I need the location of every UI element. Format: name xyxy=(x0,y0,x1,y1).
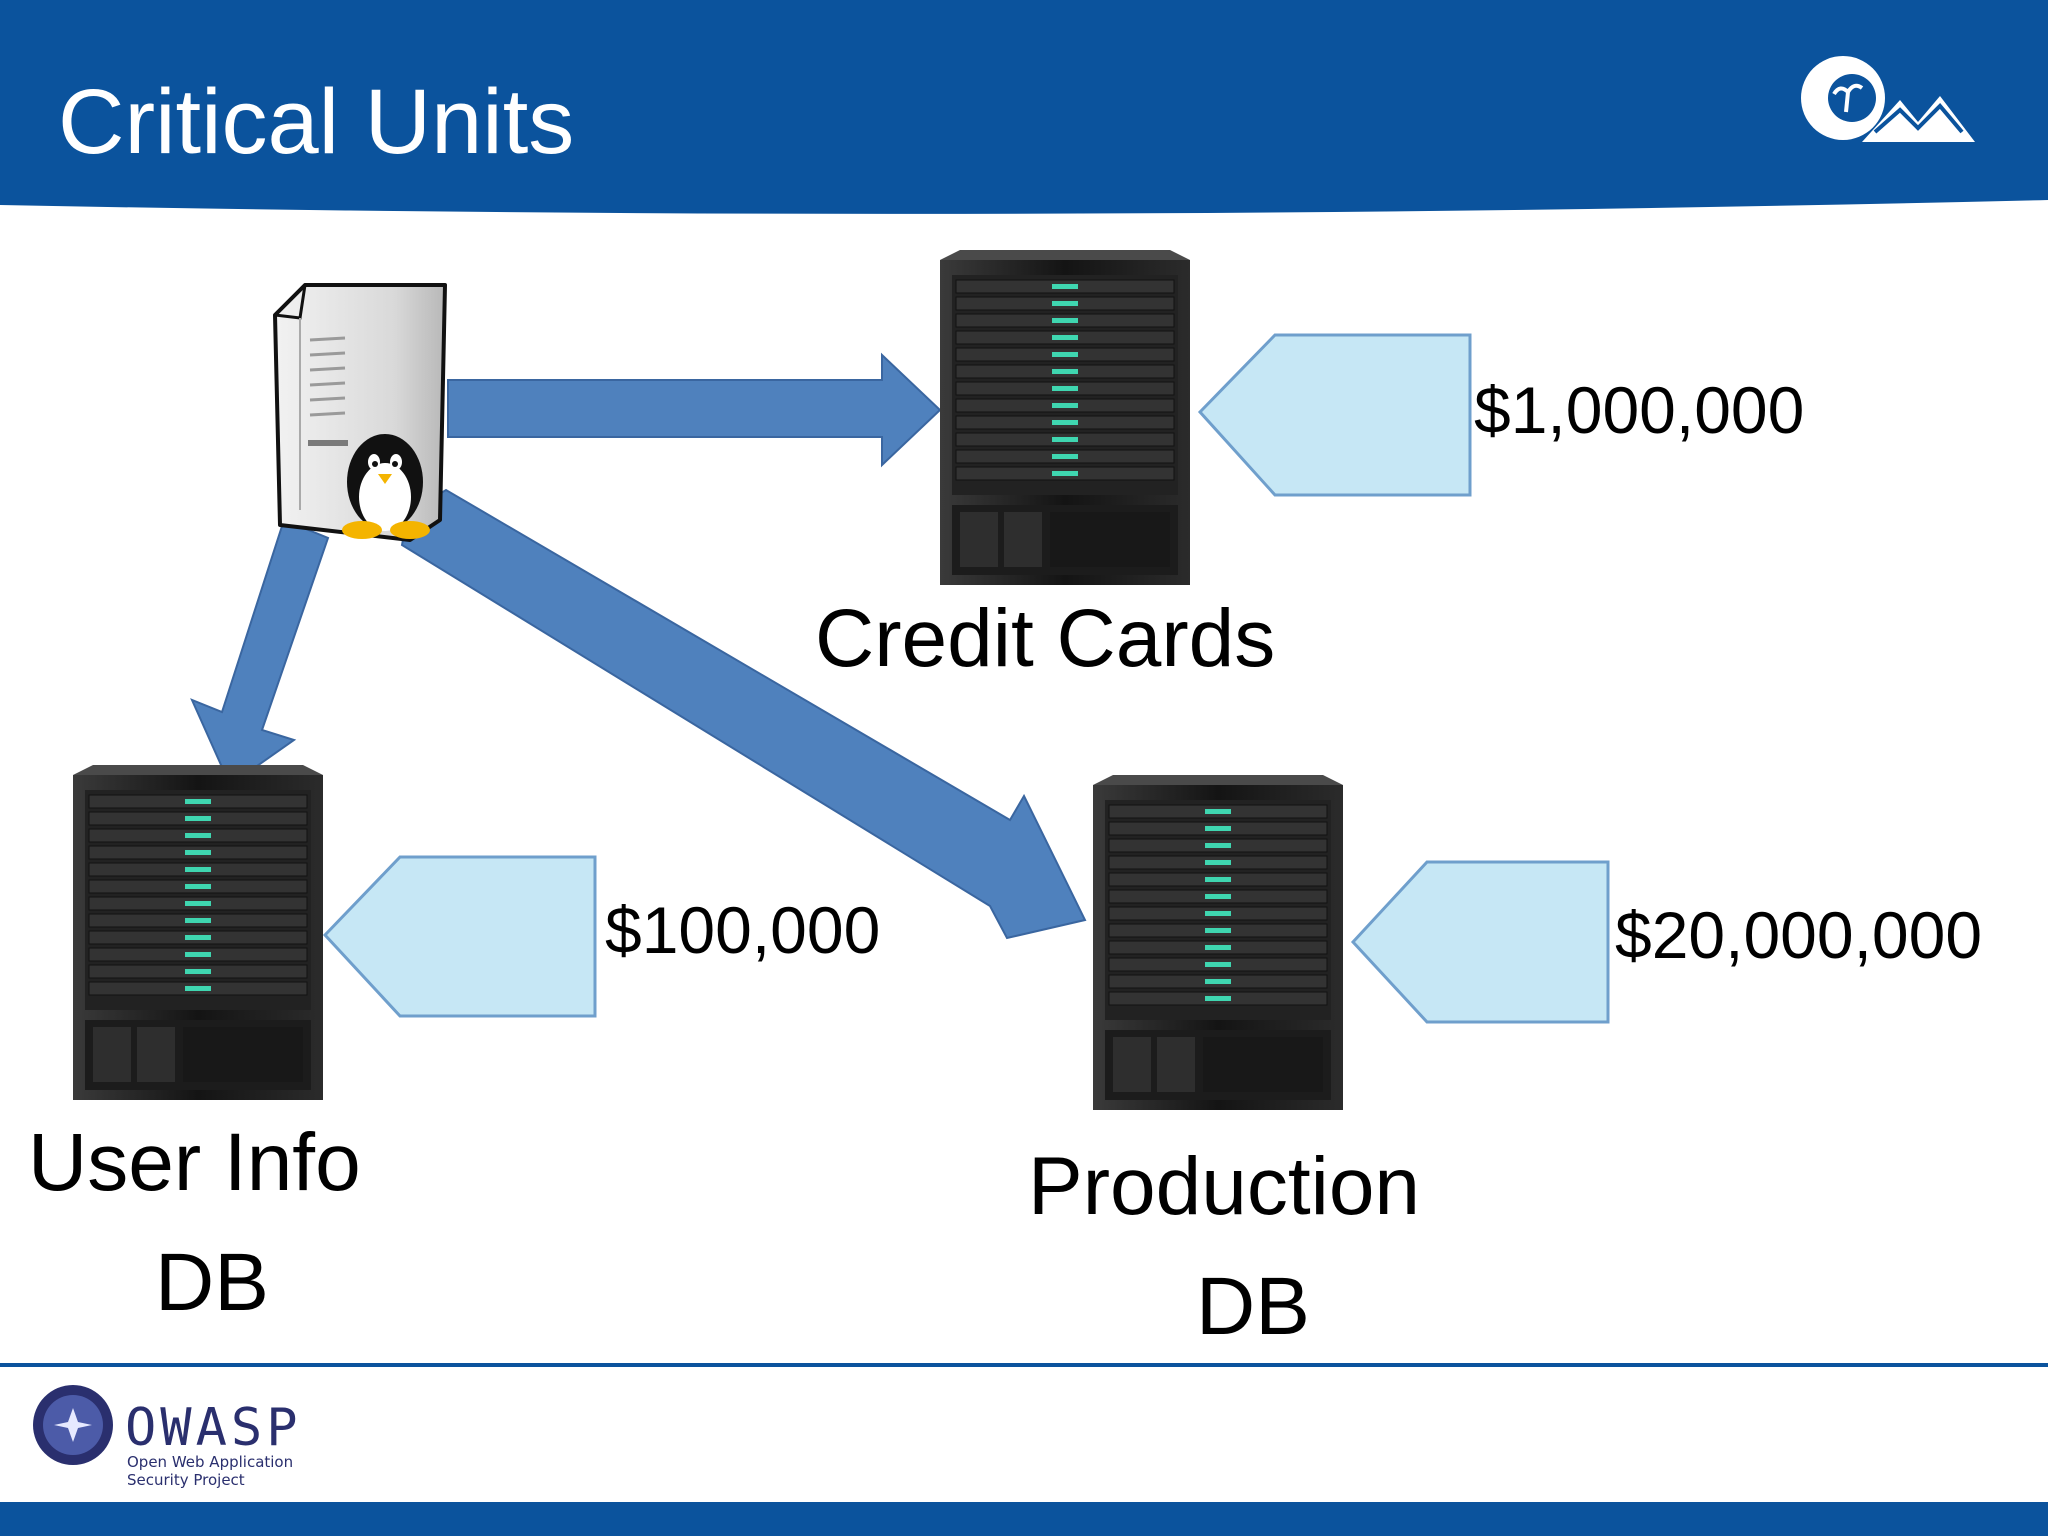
user-info-label-line2: DB xyxy=(155,1237,269,1328)
credit-cards-rack-icon xyxy=(939,249,1191,586)
owasp-logo-sub-1: Open Web Application xyxy=(127,1453,293,1471)
user-info-value: $100,000 xyxy=(605,893,881,967)
owasp-logo-icon xyxy=(33,1385,113,1465)
owasp-logo-name: OWASP xyxy=(125,1398,302,1458)
conference-logo-icon xyxy=(1801,56,1975,142)
slide-title: Critical Units xyxy=(58,71,575,173)
credit-cards-value: $1,000,000 xyxy=(1474,373,1805,447)
arrow-to-production xyxy=(400,488,1087,940)
user-info-value-tag xyxy=(322,855,597,1018)
production-label-line2: DB xyxy=(1196,1261,1310,1352)
owasp-logo-sub-2: Security Project xyxy=(127,1471,245,1489)
arrow-to-user-info xyxy=(190,518,330,787)
production-value: $20,000,000 xyxy=(1615,898,1983,972)
production-label-line1: Production xyxy=(1028,1141,1421,1232)
production-rack-icon xyxy=(1092,774,1344,1111)
credit-cards-value-tag xyxy=(1197,333,1472,497)
arrow-to-credit-cards xyxy=(447,352,942,468)
user-info-rack-icon xyxy=(72,764,324,1101)
penguin-icon xyxy=(342,434,430,539)
footer-band xyxy=(0,1502,2048,1536)
header-band xyxy=(0,0,2048,214)
user-info-label-line1: User Info xyxy=(28,1117,361,1208)
credit-cards-label: Credit Cards xyxy=(815,593,1276,684)
diagram-arrows xyxy=(190,352,1087,940)
production-value-tag xyxy=(1350,860,1610,1024)
